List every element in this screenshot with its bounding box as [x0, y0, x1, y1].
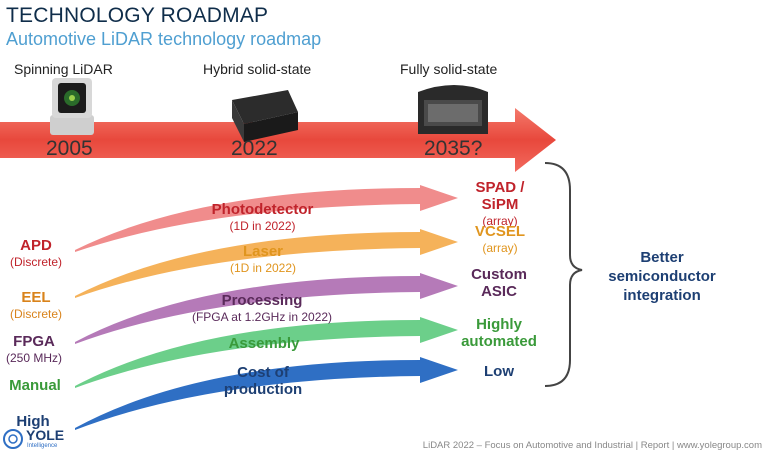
row-arrow-2: [75, 273, 458, 344]
to-custom-asic: Custom ASIC: [471, 266, 527, 300]
technology-arrows: [75, 185, 458, 430]
from-manual: Manual: [9, 377, 61, 394]
row-arrow-4: [75, 357, 458, 430]
page-title: TECHNOLOGY ROADMAP: [6, 4, 269, 27]
label-photodetector: Photodetector (1D in 2022): [211, 201, 314, 233]
from-fpga: FPGA (250 MHz): [5, 333, 62, 365]
label-processing: Processing (FPGA at 1.2GHz in 2022): [191, 292, 333, 324]
row-arrow-0: [75, 185, 458, 252]
to-low: Low: [484, 363, 514, 380]
from-eel: EEL (Discrete): [10, 289, 63, 321]
year-2035: 2035?: [424, 137, 483, 160]
footer-text: LiDAR 2022 – Focus on Automotive and Ind…: [422, 440, 762, 451]
from-apd: APD (Discrete): [10, 237, 63, 269]
row-arrow-1: [75, 229, 458, 298]
yole-logo: YOLE Intelligence: [2, 425, 72, 453]
label-cost-of-production: Cost of production: [223, 364, 303, 398]
label-laser: Laser (1D in 2022): [229, 243, 297, 275]
to-vcsel: VCSEL (array): [474, 223, 525, 255]
row-arrow-3: [75, 317, 458, 388]
page-subtitle: Automotive LiDAR technology roadmap: [6, 29, 322, 49]
timeline-arrow: [0, 108, 556, 172]
hybrid-lidar-icon: [232, 90, 298, 142]
year-2005: 2005: [46, 137, 93, 160]
brand-tagline: Intelligence: [27, 443, 58, 449]
era-label-spinning: Spinning LiDAR: [14, 61, 113, 77]
label-assembly: Assembly: [228, 335, 300, 352]
to-highly-automated: Highly automated: [461, 316, 537, 350]
era-label-hybrid: Hybrid solid-state: [203, 61, 312, 77]
outcome-label: Better semiconductor integration: [608, 249, 716, 304]
to-spad-sipm: SPAD / SiPM (array): [475, 179, 525, 228]
era-label-solid: Fully solid-state: [400, 61, 498, 77]
year-2022: 2022: [231, 137, 278, 160]
brand-name: YOLE: [26, 427, 65, 443]
integration-brace: [544, 162, 583, 387]
solid-state-lidar-icon: [418, 85, 488, 134]
spinning-lidar-icon: [50, 78, 94, 135]
from-high: High: [16, 413, 50, 430]
